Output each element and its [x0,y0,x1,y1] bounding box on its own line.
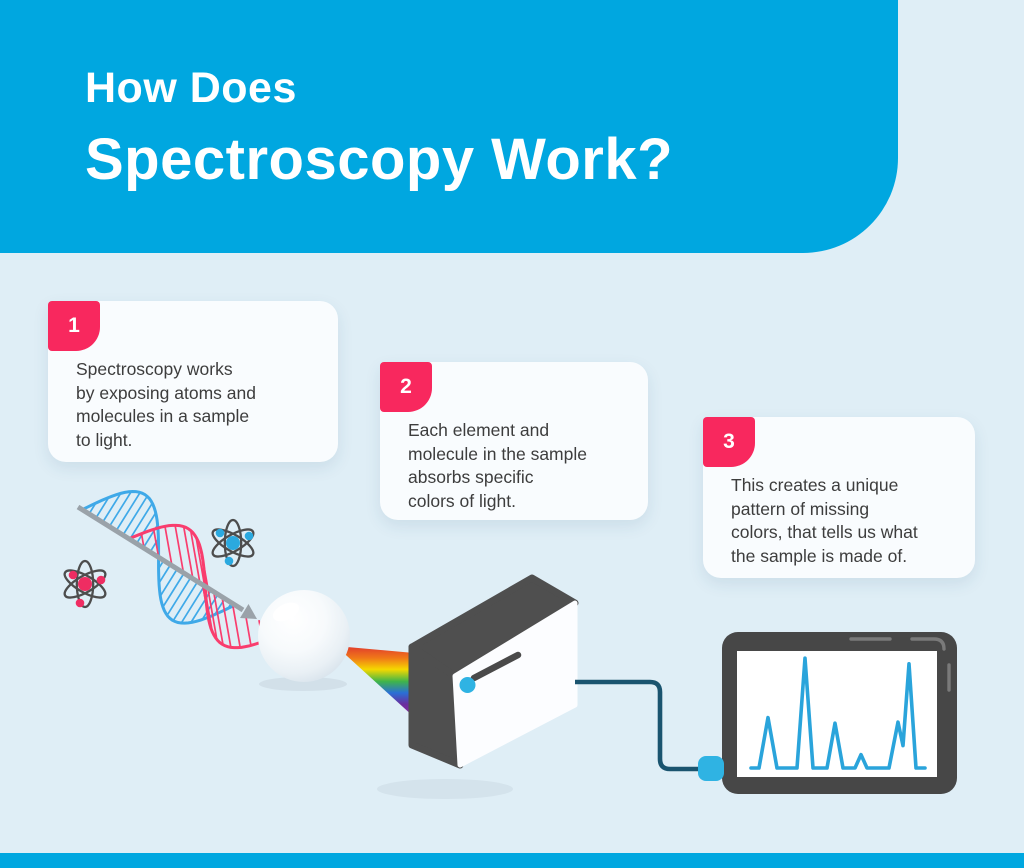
sample-sphere [258,590,350,682]
step-badge-2: 2 [380,362,432,412]
knob-dot [459,677,476,693]
step-badge-3: 3 [703,417,755,467]
page-title-line2: Spectroscopy Work? [85,127,674,192]
atom-icon-blue [211,518,255,568]
spectrum-graph [749,656,927,770]
device-shadow [377,779,513,799]
light-wave-icon [80,490,284,650]
step-card-1: 1 Spectroscopy works by exposing atoms a… [48,301,338,462]
step-card-3: 3 This creates a unique pattern of missi… [703,417,975,578]
footer-accent-bar [0,853,1024,868]
step-text-2: Each element and molecule in the sample … [408,420,587,511]
step-card-2: 2 Each element and molecule in the sampl… [380,362,648,520]
spectrometer-device [408,574,579,769]
sphere-shadow [259,677,347,691]
page-title-line1: How Does [85,64,297,112]
atom-icon-pink [63,559,107,609]
step-text-1: Spectroscopy works by exposing atoms and… [76,359,256,450]
slit-slider [470,651,522,682]
light-direction-arrow [76,504,257,619]
step-text-3: This creates a unique pattern of missing… [731,475,918,566]
header-banner: How Does Spectroscopy Work? [0,0,898,253]
cable [575,679,700,772]
rainbow-beam [336,646,414,717]
tablet-device [722,632,957,794]
step-badge-1: 1 [48,301,100,351]
cable-plug [698,756,724,781]
